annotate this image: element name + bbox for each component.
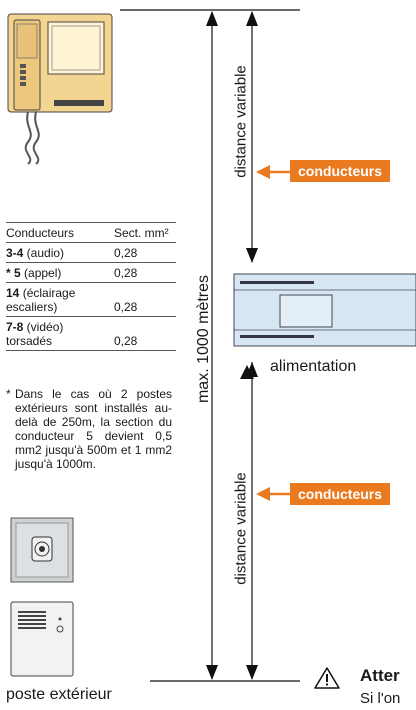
footnote: * Dans le cas où 2 postes extérieurs son…: [6, 387, 172, 471]
power-supply-label: alimentation: [270, 358, 357, 375]
orange-arrow-top: [256, 165, 270, 179]
table-row: * 5 (appel) 0,28: [6, 262, 176, 283]
conductor-function: (éclairage escaliers): [6, 286, 76, 314]
conductors-table: Conducteurs Sect. mm² 3-4 (audio) 0,28 *…: [6, 222, 176, 351]
orange-arrow-bottom: [256, 487, 270, 501]
supply-arrow-head: [240, 365, 254, 379]
dist-bottom-arrow-head-down: [246, 665, 258, 680]
conductor-section: 0,28: [108, 282, 176, 317]
table-row: 3-4 (audio) 0,28: [6, 242, 176, 263]
table-row: 14 (éclairage escaliers) 0,28: [6, 282, 176, 317]
distance-variable-top-label: distance variable: [232, 65, 250, 178]
max-distance-label: max. 1000 mètres: [195, 274, 212, 404]
table-header-section: Sect. mm²: [108, 222, 176, 243]
footnote-text: Dans le cas où 2 postes extérieurs sont …: [15, 387, 172, 471]
max-arrow-head-top: [206, 11, 218, 26]
outdoor-speaker-module-icon: [10, 601, 74, 677]
conductor-function: (vidéo) torsadés: [6, 320, 64, 348]
distance-variable-bottom-label: distance variable: [232, 472, 250, 585]
outdoor-camera-module-icon: [10, 517, 74, 583]
conductor-section: 0,28: [108, 242, 176, 263]
max-arrow-head-bottom: [206, 665, 218, 680]
outdoor-station-label: poste extérieur: [6, 686, 112, 703]
table-header-conductors: Conducteurs: [6, 222, 108, 243]
footnote-star: *: [6, 387, 11, 401]
warning-text: Si l'on: [360, 690, 401, 707]
conductor-function: (appel): [20, 266, 62, 280]
conductor-section: 0,28: [108, 316, 176, 351]
power-supply-unit-icon: [233, 273, 416, 347]
conductor-number: 3-4: [6, 246, 24, 260]
indoor-video-monitor-icon: [7, 13, 113, 165]
conductor-section: 0,28: [108, 262, 176, 283]
conductors-tag-top: conducteurs: [290, 160, 391, 182]
warning-title: Atter: [360, 666, 400, 685]
table-row: 7-8 (vidéo) torsadés 0,28: [6, 316, 176, 351]
conductors-tag-bottom: conducteurs: [290, 483, 391, 505]
conductor-number: 14: [6, 286, 20, 300]
dist-top-arrow-head-up: [246, 11, 258, 26]
warning-icon: [314, 667, 340, 689]
table-header-row: Conducteurs Sect. mm²: [6, 222, 176, 243]
conductor-number: * 5: [6, 266, 21, 280]
conductor-function: (audio): [23, 246, 65, 260]
dist-top-arrow-head-down: [246, 248, 258, 263]
conductor-number: 7-8: [6, 320, 24, 334]
